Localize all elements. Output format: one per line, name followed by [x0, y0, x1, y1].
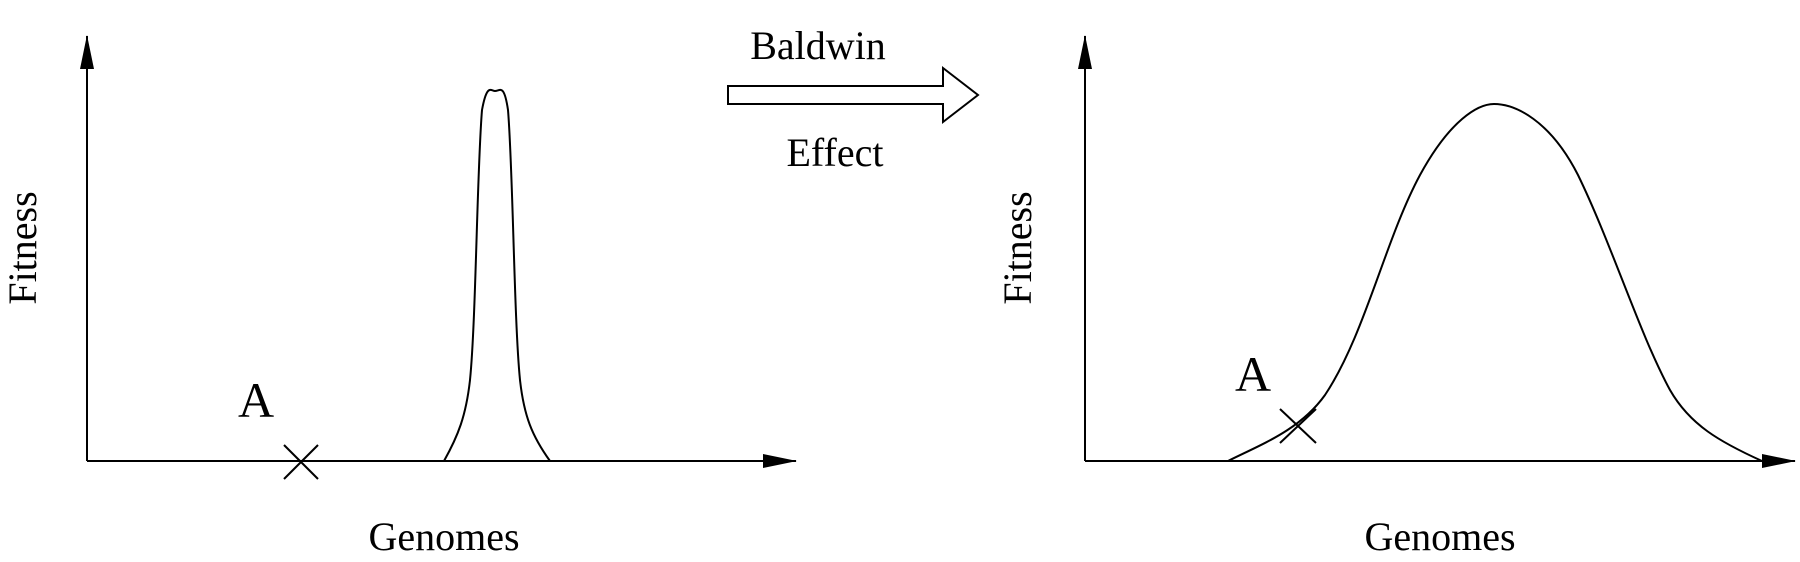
left-panel: Fitness Genomes A — [0, 35, 797, 559]
right-point-a-marker — [1279, 408, 1317, 444]
left-y-axis-label: Fitness — [0, 191, 45, 304]
right-y-axis-label: Fitness — [995, 191, 1040, 304]
left-x-axis-label: Genomes — [368, 514, 519, 559]
left-fitness-curve — [443, 88, 551, 462]
transition-bottom-label: Effect — [787, 130, 884, 175]
left-point-a-marker — [283, 444, 319, 480]
right-point-a-label: A — [1235, 346, 1271, 402]
right-panel: Fitness Genomes A — [995, 35, 1796, 559]
transition-top-label: Baldwin — [750, 23, 886, 68]
right-x-axis-label: Genomes — [1364, 514, 1515, 559]
block-arrow-icon — [727, 65, 980, 125]
left-point-a-label: A — [238, 372, 274, 428]
baldwin-effect-transition: Baldwin Effect — [727, 23, 980, 175]
right-fitness-curve — [1227, 102, 1763, 462]
